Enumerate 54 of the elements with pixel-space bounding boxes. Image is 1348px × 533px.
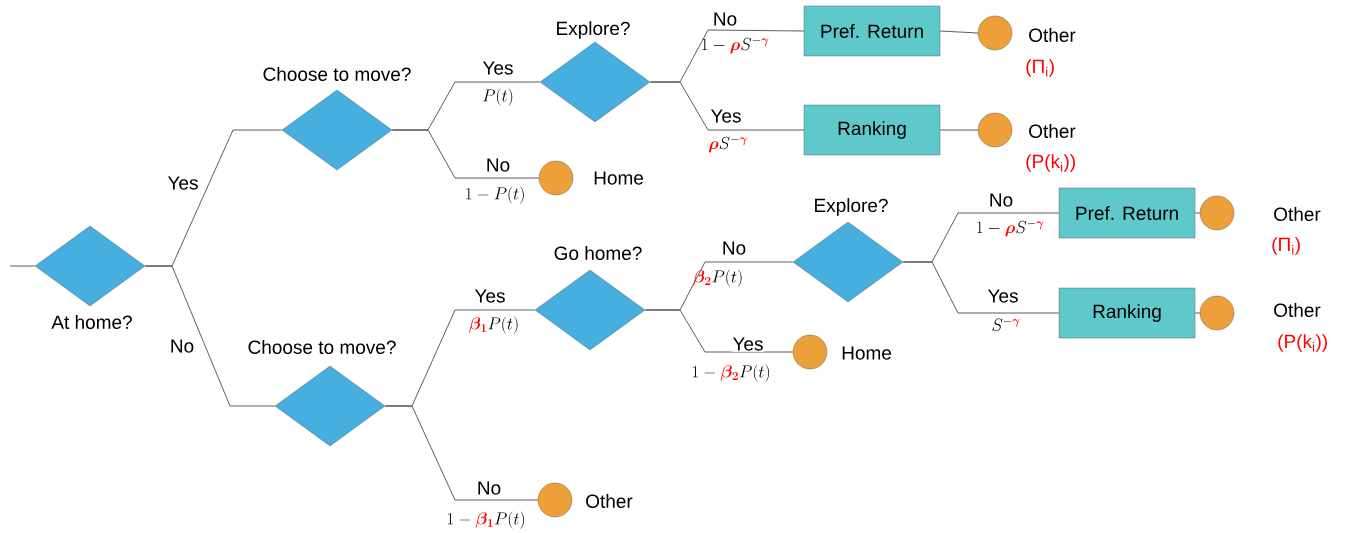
edge-label: No	[475, 480, 503, 496]
probability-label: (P(k$_{i}$))	[1026, 154, 1075, 172]
probability-formula: $1-{\color{red}\boldsymbol{\beta_2}}P(t)$	[692, 364, 770, 382]
edge-label: Yes	[481, 60, 515, 76]
edge-label: No	[711, 11, 739, 27]
edge-label: No	[168, 338, 196, 354]
probability-formula: $S^{-{\color{red}\boldsymbol{\gamma}}}$	[992, 318, 1020, 331]
process-box: Ranking	[1058, 287, 1196, 339]
edge-label: Yes	[473, 288, 507, 304]
process-box: Pref. Return	[803, 5, 941, 57]
edge-label: Yes	[986, 288, 1020, 304]
question-label: Explore?	[815, 198, 888, 216]
probability-label: (Π$_{i}$)	[1272, 237, 1300, 255]
outcome-label: Other	[1274, 303, 1321, 317]
question-label: At home?	[51, 315, 132, 329]
branch-line	[649, 81, 805, 131]
process-box: Pref. Return	[1058, 187, 1196, 239]
branch-line	[144, 265, 276, 407]
outcome-label: Home	[842, 346, 892, 360]
question-label: Go home?	[554, 246, 642, 260]
branch-line	[391, 129, 540, 179]
process-box: Ranking	[803, 104, 941, 156]
edge-label: No	[484, 157, 512, 173]
branch-line	[902, 261, 1060, 314]
probability-label: (P(k$_{i}$))	[1278, 334, 1327, 352]
branch-line	[9, 265, 36, 267]
question-label: Choose to move?	[263, 67, 411, 81]
outcome-label: Other	[1029, 28, 1076, 42]
probability-label: (Π$_{i}$)	[1026, 59, 1054, 77]
probability-formula: $P(t)$	[483, 88, 513, 106]
outcome-label: Other	[1274, 207, 1321, 221]
probability-formula: $1-{\color{red}\boldsymbol{\beta_1}}P(t)$	[447, 511, 525, 529]
branch-line	[384, 405, 539, 501]
edge-label: Yes	[709, 108, 743, 124]
question-label: Explore?	[557, 21, 630, 39]
outcome-label: Other	[586, 494, 633, 508]
probability-formula: ${\color{red}\boldsymbol{\beta_1}}P(t)$	[469, 316, 518, 334]
branch-line	[644, 309, 794, 353]
branch-line	[1194, 212, 1201, 214]
probability-formula: ${\color{red}\boldsymbol{\beta_2}}P(t)$	[693, 269, 742, 287]
question-label: Choose to move?	[248, 340, 396, 354]
probability-formula: $1-{\color{red}\boldsymbol{\rho}}S^{-{\color{red}\boldsymbol{\gamma}}}$	[702, 37, 769, 54]
probability-formula: $1-{\color{red}\boldsymbol{\rho}}S^{-{\color{red}\boldsymbol{\gamma}}}$	[977, 220, 1044, 237]
probability-formula: ${\color{red}\boldsymbol{\rho}}S^{-{\color{red}\boldsymbol{\gamma}}}$	[708, 136, 747, 153]
branch-line	[939, 129, 979, 131]
edge-label: Yes	[166, 175, 200, 191]
outcome-label: Other	[1029, 124, 1076, 138]
probability-formula: $1-P(t)$	[466, 186, 524, 204]
branch-line	[939, 30, 979, 34]
branch-line	[1194, 312, 1201, 314]
edge-label: No	[720, 240, 748, 256]
edge-label: Yes	[731, 336, 765, 352]
edge-label: No	[987, 192, 1015, 208]
outcome-label: Home	[594, 171, 644, 185]
